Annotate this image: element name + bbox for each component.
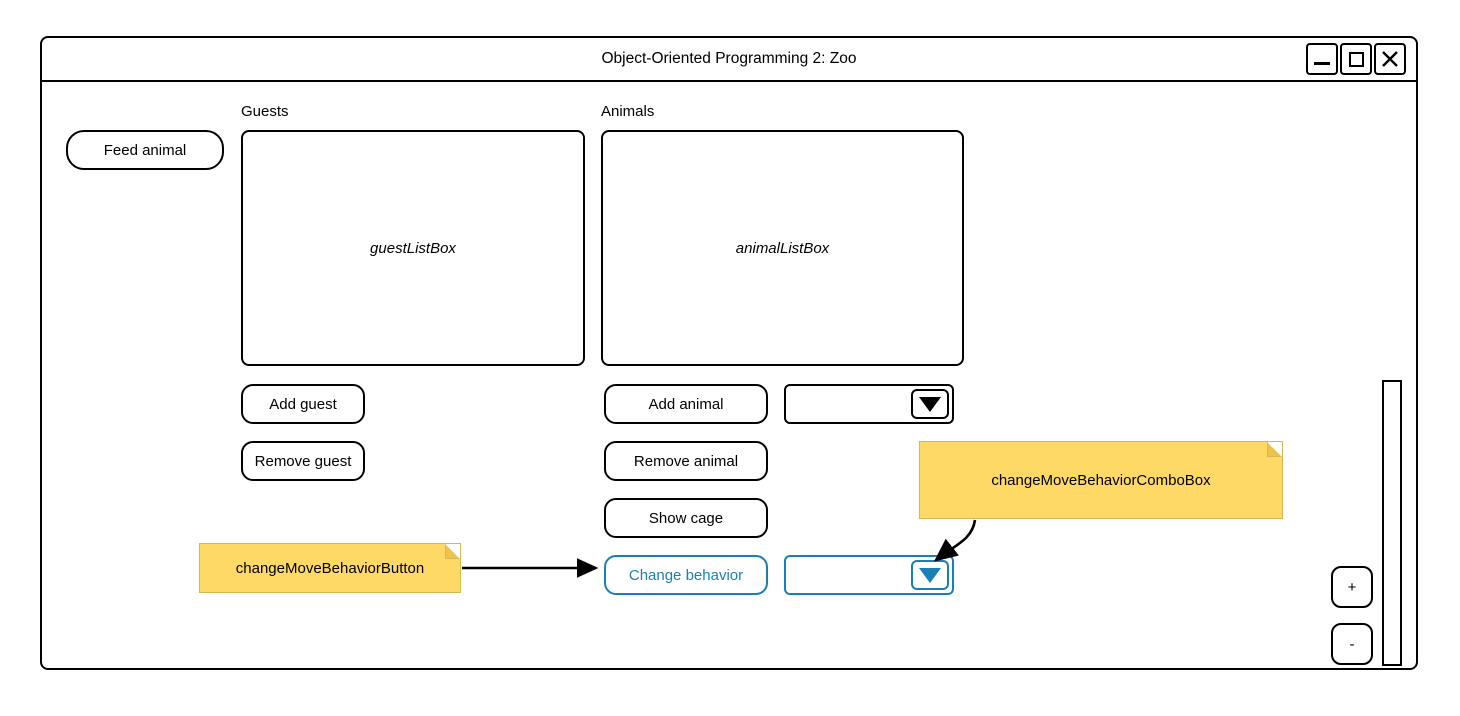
window-title: Object-Oriented Programming 2: Zoo bbox=[601, 50, 857, 67]
minimize-icon bbox=[1308, 45, 1336, 73]
annotation-note-text: changeMoveBehaviorButton bbox=[235, 559, 425, 577]
title-bar: Object-Oriented Programming 2: Zoo bbox=[42, 38, 1416, 82]
feed-animal-button[interactable]: Feed animal bbox=[66, 130, 224, 170]
maximize-button[interactable] bbox=[1340, 43, 1372, 75]
minimize-button[interactable] bbox=[1306, 43, 1338, 75]
add-guest-button[interactable]: Add guest bbox=[241, 384, 365, 424]
zoom-in-button[interactable]: + bbox=[1331, 566, 1373, 608]
change-behavior-combo-arrow-button[interactable] bbox=[911, 560, 949, 590]
note-fold-corner-icon bbox=[1267, 442, 1282, 457]
annotation-note-change-behavior-combobox: changeMoveBehaviorComboBox bbox=[919, 441, 1283, 519]
note-fold-corner-icon bbox=[445, 544, 460, 559]
change-behavior-combo-box[interactable] bbox=[784, 555, 954, 595]
change-behavior-button[interactable]: Change behavior bbox=[604, 555, 768, 595]
zoom-out-button[interactable]: - bbox=[1331, 623, 1373, 665]
remove-guest-button[interactable]: Remove guest bbox=[241, 441, 365, 481]
show-cage-button[interactable]: Show cage bbox=[604, 498, 768, 538]
add-animal-combo-box[interactable] bbox=[784, 384, 954, 424]
animals-label: Animals bbox=[601, 103, 655, 120]
close-button[interactable] bbox=[1374, 43, 1406, 75]
change-behavior-combo-value bbox=[794, 557, 908, 593]
remove-animal-button[interactable]: Remove animal bbox=[604, 441, 768, 481]
chevron-down-icon bbox=[919, 396, 941, 412]
add-animal-combo-value bbox=[794, 386, 908, 422]
guest-list-box[interactable]: guestListBox bbox=[241, 130, 585, 366]
add-animal-combo-arrow-button[interactable] bbox=[911, 389, 949, 419]
annotation-note-text: changeMoveBehaviorComboBox bbox=[991, 471, 1211, 489]
animal-list-box[interactable]: animalListBox bbox=[601, 130, 964, 366]
window-controls bbox=[1306, 43, 1406, 75]
maximize-icon bbox=[1342, 45, 1370, 73]
annotation-note-change-behavior-button: changeMoveBehaviorButton bbox=[199, 543, 461, 593]
add-animal-button[interactable]: Add animal bbox=[604, 384, 768, 424]
chevron-down-icon bbox=[919, 567, 941, 583]
guests-label: Guests bbox=[241, 103, 289, 120]
close-icon bbox=[1376, 45, 1404, 73]
vertical-scrollbar-track[interactable] bbox=[1382, 380, 1402, 666]
